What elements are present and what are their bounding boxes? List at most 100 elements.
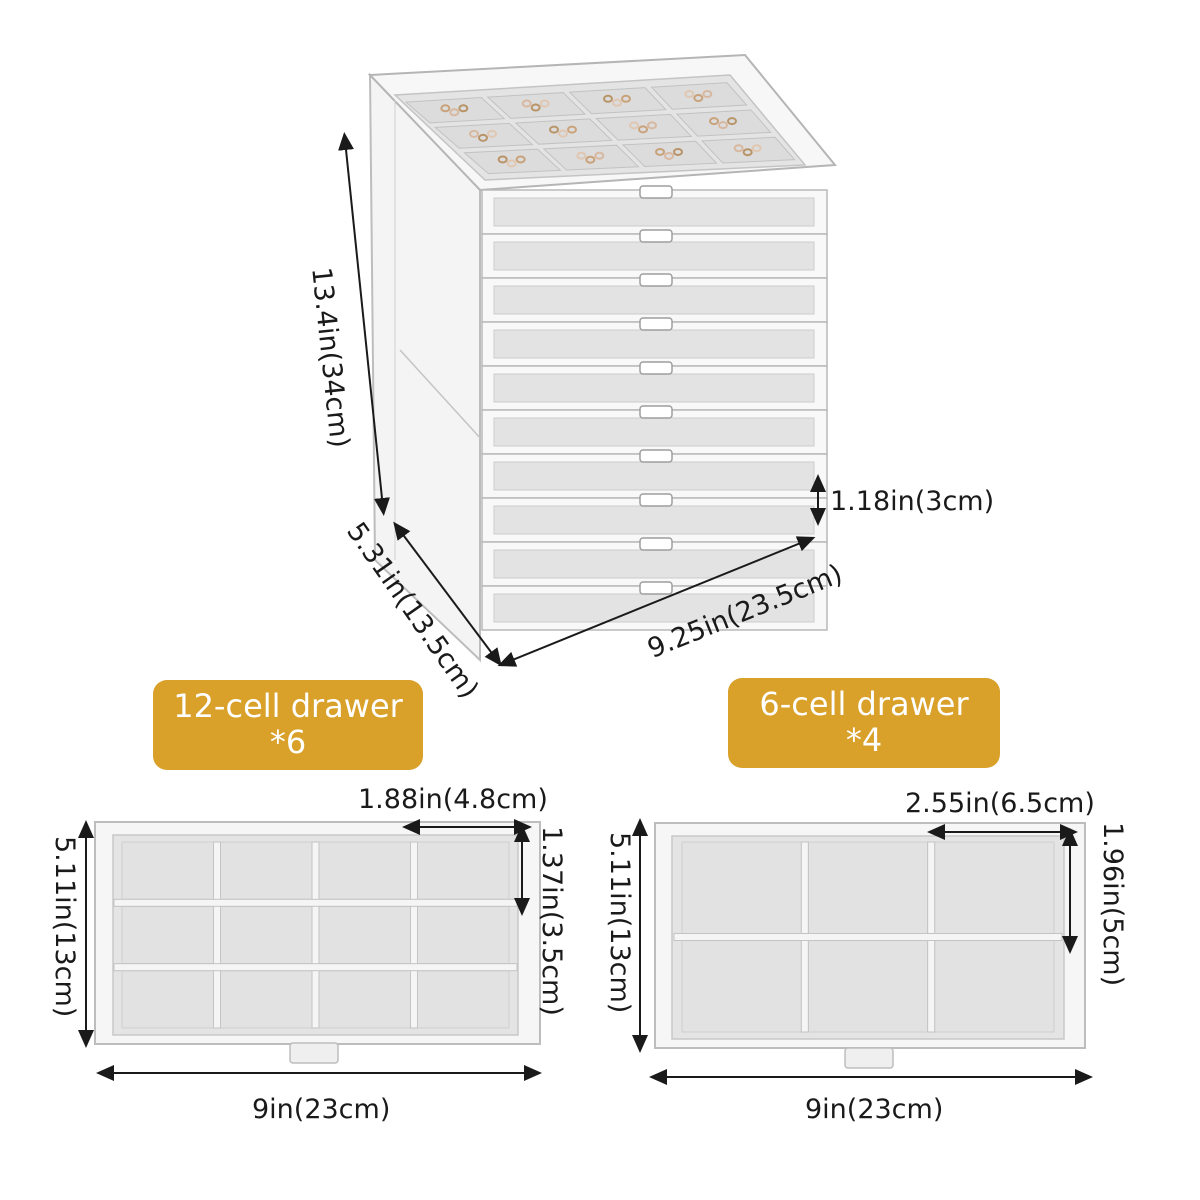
jewelry-ring-icon <box>469 129 479 138</box>
drawer-felt <box>493 373 815 403</box>
drawer-height-label: 1.18in(3cm) <box>830 486 995 517</box>
jewelry-ring-icon <box>487 129 497 138</box>
drawer-12-cell <box>318 970 411 1029</box>
drawer-felt <box>493 197 815 227</box>
drawer-12-cell-width-label: 1.88in(4.8cm) <box>358 784 548 815</box>
drawer-6-badge-title: 6-cell drawer <box>759 685 969 723</box>
drawer-handle <box>639 185 673 199</box>
drawer-felt <box>493 329 815 359</box>
jewelry-ring-icon <box>742 148 753 157</box>
drawer-12-cell <box>220 841 313 900</box>
drawer-felt <box>493 285 815 315</box>
drawer-12-grid <box>113 841 518 1029</box>
jewelry-ring-icon <box>506 159 517 168</box>
drawer-felt <box>493 241 815 271</box>
jewelry-ring-icon <box>702 90 713 99</box>
drawer-12-divider-vertical <box>311 841 320 1029</box>
drawer-12-cell <box>417 841 510 900</box>
drawer-6-badge: 6-cell drawer *4 <box>728 678 1000 768</box>
jewelry-ring-icon <box>693 94 704 103</box>
jewelry-ring-icon <box>751 144 762 153</box>
drawer-6-cell <box>807 940 929 1033</box>
jewelry-ring-icon <box>718 121 728 130</box>
drawer-12-cell <box>121 841 214 900</box>
drawer-6-divider-horizontal <box>673 933 1063 941</box>
drawer-6-illustration <box>654 822 1086 1069</box>
drawer-12-cell-height-label: 1.37in(3.5cm) <box>536 826 567 1016</box>
jewelry-ring-icon <box>478 133 488 142</box>
drawer-6-cell <box>681 940 802 1033</box>
drawer-6-cell <box>934 841 1055 934</box>
drawer-12-width-label: 9in(23cm) <box>252 1094 391 1125</box>
jewelry-ring-icon <box>673 147 683 156</box>
drawer-6-depth-label: 5.11in(13cm) <box>604 832 635 1014</box>
jewelry-ring-icon <box>664 151 674 160</box>
drawer-felt <box>493 461 815 491</box>
drawer-12-cell <box>121 970 214 1029</box>
drawer-handle <box>639 537 673 551</box>
drawer-12-cell <box>417 970 510 1029</box>
drawer-6-cell <box>934 940 1055 1033</box>
drawer-12-depth-label: 5.11in(13cm) <box>49 836 80 1018</box>
drawer-12-cell <box>220 970 313 1029</box>
drawer-12-cell <box>417 905 510 965</box>
jewelry-ring-icon <box>440 104 451 113</box>
drawer-12-divider-horizontal <box>113 898 518 907</box>
drawer-12-badge: 12-cell drawer *6 <box>153 680 423 770</box>
drawer-12-illustration <box>94 821 541 1064</box>
drawer-handle <box>639 361 673 375</box>
jewelry-ring-icon <box>655 147 665 156</box>
drawer-6-cell <box>807 841 929 934</box>
jewelry-ring-icon <box>612 98 622 107</box>
jewelry-ring-icon <box>539 99 550 108</box>
drawer-felt <box>493 417 815 447</box>
drawer-12-badge-title: 12-cell drawer <box>173 687 403 725</box>
jewelry-ring-icon <box>603 94 613 103</box>
drawer-12-divider-horizontal <box>113 963 518 972</box>
jewelry-ring-icon <box>585 155 596 164</box>
drawer-12-divider-vertical <box>410 841 418 1029</box>
drawer-12-cell <box>220 905 313 965</box>
drawer-6-grid <box>673 841 1063 1033</box>
jewelry-ring-icon <box>549 125 559 134</box>
jewelry-ring-icon <box>594 151 605 160</box>
drawer-6-badge-count: *4 <box>845 721 883 759</box>
drawer-handle <box>639 317 673 331</box>
lid-compartments <box>404 82 796 175</box>
jewelry-ring-icon <box>647 121 657 130</box>
jewelry-ring-icon <box>449 108 460 117</box>
drawer-handle <box>639 581 673 595</box>
jewelry-ring-icon <box>638 125 648 134</box>
drawer-6-cell-height-label: 1.96in(5cm) <box>1097 822 1128 987</box>
width-dimension-line <box>497 536 816 667</box>
jewelry-ring-icon <box>515 155 526 164</box>
drawer-12-divider-vertical <box>213 841 221 1029</box>
drawer-handle <box>639 273 673 287</box>
drawer-12-cell <box>318 841 411 900</box>
jewelry-ring-icon <box>458 104 469 113</box>
height-dimension-line <box>338 132 390 516</box>
drawer-handle <box>639 229 673 243</box>
jewelry-ring-icon <box>709 117 719 126</box>
drawer-handle <box>639 493 673 507</box>
drawer-6-width-label: 9in(23cm) <box>805 1094 944 1125</box>
drawer-6-cell-width-label: 2.55in(6.5cm) <box>905 788 1095 819</box>
jewelry-ring-icon <box>629 121 639 130</box>
cabinet-seam <box>399 349 483 441</box>
jewelry-ring-icon <box>530 103 541 112</box>
jewelry-ring-icon <box>521 99 532 108</box>
drawer-12-cell <box>121 905 214 965</box>
drawer-12-cell <box>318 905 411 965</box>
depth-dimension-line <box>393 521 502 667</box>
jewelry-ring-icon <box>621 94 631 103</box>
drawer-felt <box>493 505 815 535</box>
jewelry-ring-icon <box>567 125 577 134</box>
jewelry-ring-icon <box>558 129 568 138</box>
drawer-felt <box>493 549 815 579</box>
jewelry-ring-icon <box>733 144 744 153</box>
jewelry-ring-icon <box>497 155 508 164</box>
jewelry-ring-icon <box>684 90 695 99</box>
drawer-6-cell <box>681 841 802 934</box>
drawer-handle <box>639 449 673 463</box>
